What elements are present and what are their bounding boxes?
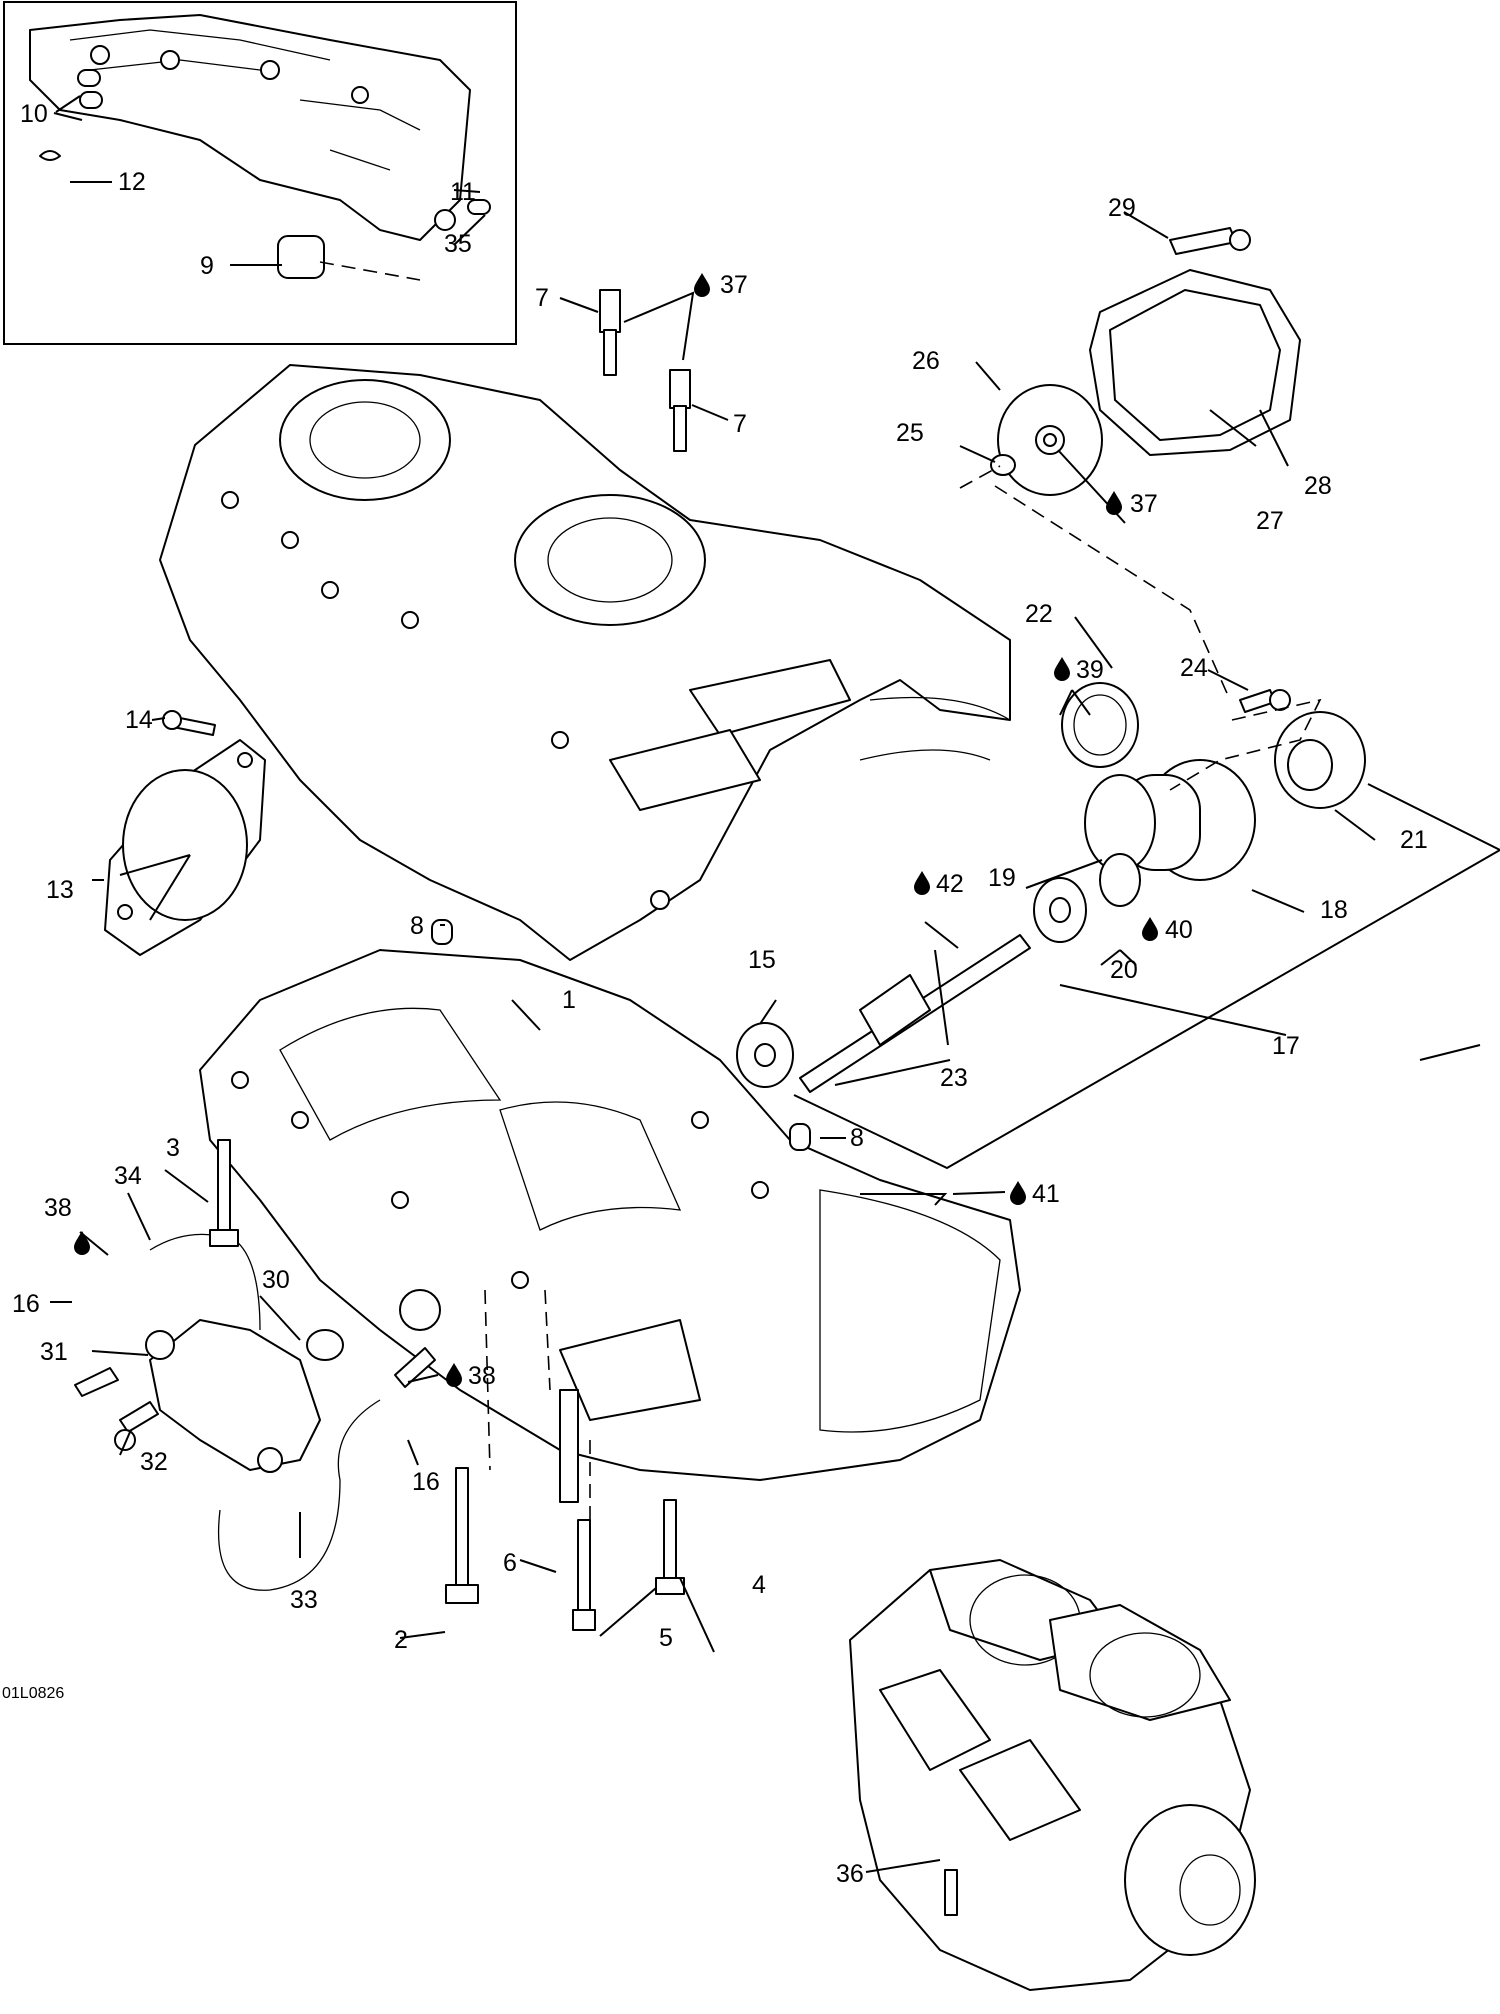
lower-crankcase (199, 949, 1021, 1481)
label-34: 34 (114, 1162, 142, 1190)
label-39: 39 (1076, 656, 1104, 684)
label-17: 17 (1272, 1032, 1300, 1060)
detail-inset (3, 1, 517, 345)
label-30: 30 (262, 1266, 290, 1294)
label-15: 15 (748, 946, 776, 974)
oil-drop-icon (914, 871, 930, 895)
oil-pump-assembly (74, 1233, 436, 1591)
label-37a: 37 (720, 271, 748, 299)
oil-drop-icon (1010, 1181, 1026, 1205)
label-20: 20 (1110, 956, 1138, 984)
label-13: 13 (46, 876, 74, 904)
label-32: 32 (140, 1448, 168, 1476)
engine-assembly-36 (849, 1559, 1256, 1991)
fasteners (209, 289, 811, 1631)
label-3: 3 (166, 1134, 180, 1162)
label-36: 36 (836, 1860, 864, 1888)
label-8a: 8 (410, 912, 424, 940)
label-41: 41 (1032, 1180, 1060, 1208)
label-31: 31 (40, 1338, 68, 1366)
label-33: 33 (290, 1586, 318, 1614)
oil-drop-icon (694, 273, 710, 297)
label-37b: 37 (1130, 490, 1158, 518)
label-21: 21 (1400, 826, 1428, 854)
label-29: 29 (1108, 194, 1136, 222)
oil-drop-icon (1142, 917, 1158, 941)
label-24: 24 (1180, 654, 1208, 682)
label-38a: 38 (44, 1194, 72, 1222)
label-7b: 7 (733, 410, 747, 438)
label-10: 10 (20, 100, 48, 128)
label-16b: 16 (412, 1468, 440, 1496)
pump-drive-parts (736, 682, 1366, 1093)
oil-drop-icon (1054, 657, 1070, 681)
upper-crankcase (159, 364, 1011, 961)
oil-drop-icon (1106, 491, 1122, 515)
leader-lines (50, 95, 1500, 1873)
water-pump-assembly (990, 227, 1301, 496)
label-7a: 7 (535, 284, 549, 312)
label-40: 40 (1165, 916, 1193, 944)
label-2: 2 (394, 1626, 408, 1654)
label-35: 35 (444, 230, 472, 258)
drawing-code: 01L0826 (2, 1685, 64, 1702)
label-22: 22 (1025, 600, 1053, 628)
label-1: 1 (562, 986, 576, 1014)
label-12: 12 (118, 168, 146, 196)
label-9: 9 (200, 252, 214, 280)
part-labels: 10 12 9 11 35 7 37 7 29 26 25 37 27 28 2… (2, 100, 1428, 1888)
gasket-13 (104, 710, 266, 956)
label-25: 25 (896, 419, 924, 447)
label-11: 11 (450, 178, 476, 206)
label-26: 26 (912, 347, 940, 375)
label-8b: 8 (850, 1124, 864, 1152)
label-6: 6 (503, 1549, 517, 1577)
label-4: 4 (752, 1571, 766, 1599)
label-18: 18 (1320, 896, 1348, 924)
label-16a: 16 (12, 1290, 40, 1318)
label-23: 23 (940, 1064, 968, 1092)
label-5: 5 (659, 1624, 673, 1652)
label-27: 27 (1256, 507, 1284, 535)
label-42: 42 (936, 870, 964, 898)
label-19: 19 (988, 864, 1016, 892)
label-38b: 38 (468, 1362, 496, 1390)
label-28: 28 (1304, 472, 1332, 500)
oil-drop-icon (74, 1231, 90, 1255)
label-14: 14 (125, 706, 153, 734)
